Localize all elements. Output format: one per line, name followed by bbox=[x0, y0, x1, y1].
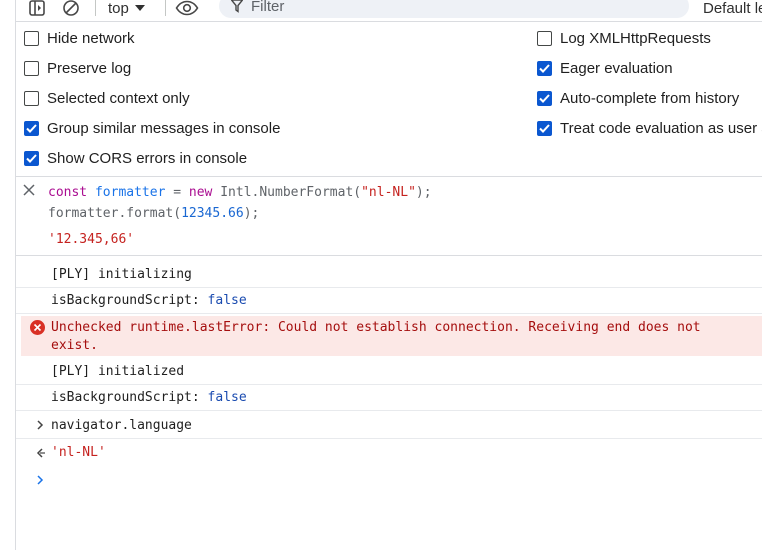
levels-label: Default le bbox=[703, 0, 762, 17]
console-prompt[interactable] bbox=[16, 467, 762, 494]
log-key: isBackgroundScript: bbox=[51, 390, 208, 405]
close-icon[interactable] bbox=[22, 183, 36, 197]
setting-label: Auto-complete from history bbox=[560, 89, 740, 107]
filter-funnel-icon bbox=[231, 0, 243, 13]
console-settings-pane: Hide network Preserve log Selected conte… bbox=[16, 23, 762, 175]
setting-label: Show CORS errors in console bbox=[47, 149, 248, 167]
chevron-left-icon bbox=[36, 448, 45, 458]
chevron-right-icon bbox=[37, 475, 44, 485]
error-message: Unchecked runtime.lastError: Could not e… bbox=[21, 316, 762, 356]
live-expression: const formatter = new Intl.NumberFormat(… bbox=[16, 177, 762, 256]
checkmark-icon bbox=[26, 153, 37, 163]
constructor: Intl.NumberFormat( bbox=[212, 185, 362, 200]
chevron-right-icon bbox=[37, 420, 44, 430]
error-icon bbox=[30, 320, 45, 335]
setting-label: Preserve log bbox=[47, 59, 132, 77]
console-messages: const formatter = new Intl.NumberFormat(… bbox=[16, 176, 762, 550]
checkbox[interactable] bbox=[24, 120, 39, 136]
filter-input[interactable] bbox=[251, 0, 651, 15]
checkmark-icon bbox=[539, 93, 550, 103]
checkbox[interactable] bbox=[24, 30, 39, 46]
checkbox[interactable] bbox=[24, 60, 39, 76]
input-text: navigator.language bbox=[51, 417, 192, 433]
log-message: isBackgroundScript: false bbox=[16, 385, 762, 411]
checkbox[interactable] bbox=[24, 90, 39, 106]
toolbar-separator bbox=[95, 0, 96, 16]
setting-log-xmlhttprequests[interactable]: Log XMLHttpRequests bbox=[537, 23, 711, 53]
console-input-entry: navigator.language bbox=[16, 412, 762, 439]
log-levels-dropdown[interactable]: Default le bbox=[703, 0, 762, 19]
setting-autocomplete-history[interactable]: Auto-complete from history bbox=[537, 83, 739, 113]
panel-left-border bbox=[15, 0, 16, 550]
variable: formatter bbox=[94, 185, 166, 200]
log-key: isBackgroundScript: bbox=[51, 293, 208, 308]
operator: = bbox=[165, 185, 189, 200]
console-output-entry: 'nl-NL' bbox=[16, 439, 762, 466]
keyword: const bbox=[48, 185, 88, 200]
checkmark-icon bbox=[26, 123, 37, 133]
setting-eager-evaluation[interactable]: Eager evaluation bbox=[537, 53, 673, 83]
context-selector[interactable]: top bbox=[108, 0, 145, 19]
checkmark-icon bbox=[539, 123, 550, 133]
setting-selected-context-only[interactable]: Selected context only bbox=[24, 83, 190, 113]
log-text: [PLY] initialized bbox=[51, 363, 185, 379]
clear-console-icon[interactable] bbox=[60, 0, 82, 19]
expression-line: const formatter = new Intl.NumberFormat(… bbox=[48, 183, 432, 203]
checkbox[interactable] bbox=[24, 150, 39, 166]
log-text: [PLY] initializing bbox=[51, 266, 192, 282]
sidebar-toggle-icon[interactable] bbox=[26, 0, 48, 19]
log-message: isBackgroundScript: false bbox=[16, 288, 762, 314]
setting-preserve-log[interactable]: Preserve log bbox=[24, 53, 131, 83]
log-message: [PLY] initializing bbox=[16, 261, 762, 288]
keyword: new bbox=[188, 185, 213, 200]
toolbar-separator bbox=[165, 0, 166, 16]
checkmark-icon bbox=[539, 63, 550, 73]
method-call: formatter.format( bbox=[48, 206, 182, 221]
setting-label: Log XMLHttpRequests bbox=[560, 29, 711, 47]
error-text: Unchecked runtime.lastError: Could not e… bbox=[51, 320, 701, 353]
checkbox[interactable] bbox=[537, 120, 552, 136]
checkbox[interactable] bbox=[537, 60, 552, 76]
setting-label: Eager evaluation bbox=[560, 59, 673, 77]
output-text: 'nl-NL' bbox=[51, 445, 106, 460]
string-literal: "nl-NL" bbox=[361, 185, 416, 200]
log-value: false bbox=[207, 390, 247, 405]
filter-box[interactable] bbox=[219, 0, 689, 18]
setting-label: Selected context only bbox=[47, 89, 190, 107]
number-literal: 12345.66 bbox=[181, 206, 244, 221]
expression-line: formatter.format(12345.66); bbox=[48, 204, 259, 224]
setting-label: Group similar messages in console bbox=[47, 119, 281, 137]
context-label: top bbox=[108, 0, 129, 17]
setting-treat-code-evaluation[interactable]: Treat code evaluation as user a bbox=[537, 113, 762, 143]
punctuation: ); bbox=[243, 206, 260, 221]
setting-show-cors-errors[interactable]: Show CORS errors in console bbox=[24, 143, 247, 173]
setting-hide-network[interactable]: Hide network bbox=[24, 23, 135, 53]
checkbox[interactable] bbox=[537, 30, 552, 46]
punctuation: ); bbox=[415, 185, 432, 200]
setting-label: Hide network bbox=[47, 29, 135, 47]
console-toolbar: top Default le bbox=[16, 0, 762, 22]
setting-group-similar[interactable]: Group similar messages in console bbox=[24, 113, 280, 143]
dropdown-caret-icon bbox=[134, 5, 145, 11]
eye-icon[interactable] bbox=[174, 0, 200, 19]
checkbox[interactable] bbox=[537, 90, 552, 106]
log-message: [PLY] initialized bbox=[16, 358, 762, 385]
log-value: false bbox=[207, 293, 247, 308]
expression-result: '12.345,66' bbox=[48, 232, 135, 247]
setting-label: Treat code evaluation as user a bbox=[560, 119, 762, 137]
